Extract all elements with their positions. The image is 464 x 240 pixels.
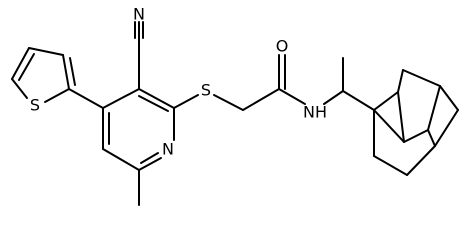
thiophene-bond-s-c2: [44, 88, 70, 103]
carbonyl-n-bond: [278, 88, 306, 105]
adamantane-bond-4: [439, 85, 459, 111]
pyridine-bond-c5-c6: [102, 148, 140, 171]
amide-hydrogen-label: H: [315, 103, 327, 122]
adamantane-bond-9: [373, 109, 405, 143]
carbonyl-oxygen-label: O: [276, 37, 289, 56]
pyridine-bond-c2-c3: [138, 88, 175, 109]
pyridine-s-bond: [173, 94, 199, 109]
thiophene-bond-c3-c4: [28, 47, 64, 56]
n-ch-bond: [323, 90, 344, 105]
atom-labels: N S S O N N H: [30, 5, 327, 159]
pyridine-bond-c6-n-inner: [140, 152, 159, 164]
molecule-structure: N S S O N N H: [11, 5, 459, 206]
pyridine-ring: [102, 88, 175, 171]
adamantane-bond-3: [402, 69, 441, 87]
adamantane-bond-7: [427, 129, 436, 147]
adamantane-bond-13: [397, 91, 405, 143]
pyridine-bond-c2-c3-inner: [138, 95, 169, 112]
nitrile-group: [134, 21, 144, 90]
adamantane-bond-5: [434, 109, 459, 147]
pyridine-bond-c6-n: [138, 157, 162, 171]
adamantane-cage: [373, 69, 459, 176]
pyridine-nitrogen-label: N: [162, 140, 174, 159]
amide-nitrogen-label: N: [303, 103, 315, 122]
thiophene-bond-c2-c3: [62, 54, 70, 90]
thiophene-link-bond: [68, 88, 104, 109]
adamantane-bond-11: [373, 155, 408, 176]
thioether-sulfur-label: S: [201, 81, 211, 100]
adamantane-bond-2: [397, 69, 404, 93]
side-chain: [173, 54, 375, 111]
thiophene-ring: [11, 47, 104, 109]
nitrile-nitrogen-label: N: [133, 5, 145, 24]
s-ch2-bond: [213, 94, 244, 111]
thiophene-sulfur-label: S: [30, 96, 40, 115]
adamantane-bond-1: [373, 91, 399, 111]
pyridine-bond-c3-c4: [102, 88, 140, 109]
thiophene-bond-c5-s: [11, 78, 28, 99]
ch2-carbonyl-bond: [242, 88, 280, 111]
thiophene-bond-c2-c3-inner: [69, 57, 76, 86]
ch-adamantyl-bond: [342, 90, 375, 111]
adamantane-bond-6: [427, 85, 441, 131]
thiophene-bond-c4-c5-inner: [18, 53, 35, 81]
thiophene-bond-c4-c5: [11, 47, 30, 80]
adamantane-bond-12: [406, 145, 436, 176]
molecule-diagram: N S S O N N H: [11, 5, 459, 206]
adamantane-bond-8: [403, 129, 429, 143]
